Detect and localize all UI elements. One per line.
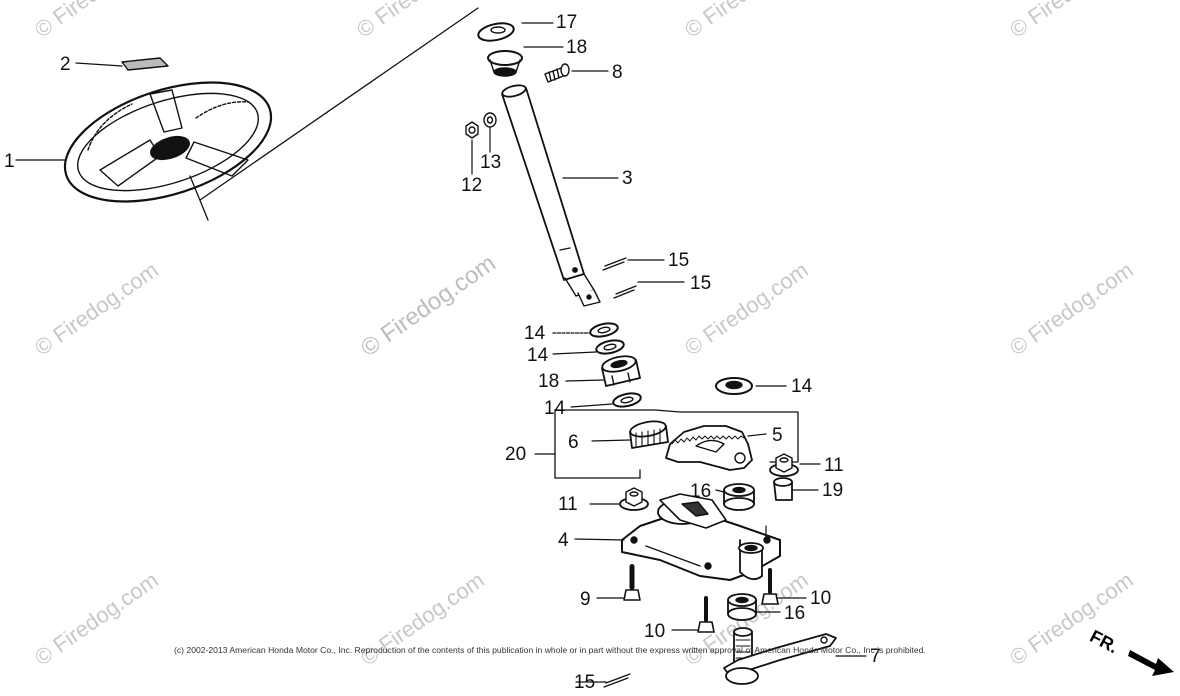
bushing-part[interactable] [601, 354, 641, 387]
bracket-plate-part[interactable] [621, 493, 781, 581]
sector-gear-part[interactable] [665, 425, 753, 471]
flange-nut-part[interactable] [769, 453, 799, 477]
washer-part[interactable] [589, 321, 619, 339]
bolt-part-10[interactable] [697, 596, 715, 633]
callout-label: 10 [644, 621, 666, 642]
direction-arrow-icon [1128, 650, 1174, 676]
callout-label: 16 [690, 481, 712, 502]
callout-label: 3 [622, 168, 633, 189]
callout-label: 15 [668, 250, 690, 271]
callout-label: 14 [524, 323, 546, 344]
steering-shaft-part[interactable] [501, 83, 601, 307]
callout-label: 10 [810, 588, 832, 609]
copyright-notice: (c) 2002-2013 American Honda Motor Co., … [174, 645, 926, 655]
callout-label: 15 [690, 273, 712, 294]
callout-label: 15 [574, 672, 596, 693]
steering-wheel-part[interactable] [50, 59, 286, 224]
bolt-part-10[interactable] [761, 568, 779, 605]
callout-label: 16 [784, 603, 806, 624]
bolt-part-9[interactable] [623, 564, 641, 601]
callout-label: 17 [556, 12, 578, 33]
callout-label: 18 [566, 37, 588, 58]
callout-label: 6 [568, 432, 579, 453]
bushing-part-top[interactable] [487, 50, 523, 77]
cap-washer-part[interactable] [477, 20, 516, 43]
washer-part[interactable] [483, 112, 497, 128]
pin-part[interactable] [603, 673, 631, 688]
callout-label: 7 [870, 646, 881, 667]
washer-part[interactable] [595, 338, 625, 356]
callout-label: 13 [480, 152, 502, 173]
steering-arm-part[interactable] [723, 627, 837, 685]
emblem-part[interactable] [121, 57, 169, 71]
collar-part[interactable] [773, 477, 793, 501]
bushing-part-16[interactable] [723, 483, 755, 511]
callout-label: 14 [527, 345, 549, 366]
callout-label: 14 [791, 376, 813, 397]
callout-label: 2 [60, 54, 71, 75]
pin-part[interactable] [602, 257, 627, 271]
callout-label: 5 [772, 425, 783, 446]
callout-label: 11 [558, 494, 578, 515]
washer-part[interactable] [715, 377, 753, 395]
pinion-gear-part[interactable] [629, 419, 669, 449]
bushing-part-16-lower[interactable] [727, 593, 757, 621]
washer-part[interactable] [612, 391, 642, 409]
nut-part[interactable] [465, 121, 479, 139]
flange-nut-part[interactable] [619, 487, 649, 511]
callout-label: 11 [824, 455, 844, 476]
callout-label: 14 [544, 398, 566, 419]
callout-label: 12 [461, 175, 483, 196]
callout-label: 19 [822, 480, 844, 501]
callout-label: 9 [580, 589, 591, 610]
callout-label: 1 [4, 151, 15, 172]
callout-label: 18 [538, 371, 560, 392]
bolt-part[interactable] [544, 63, 570, 83]
callout-label: 4 [558, 530, 569, 551]
callout-label: 8 [612, 62, 623, 83]
pin-part[interactable] [613, 285, 637, 299]
callout-label: 20 [505, 444, 527, 465]
